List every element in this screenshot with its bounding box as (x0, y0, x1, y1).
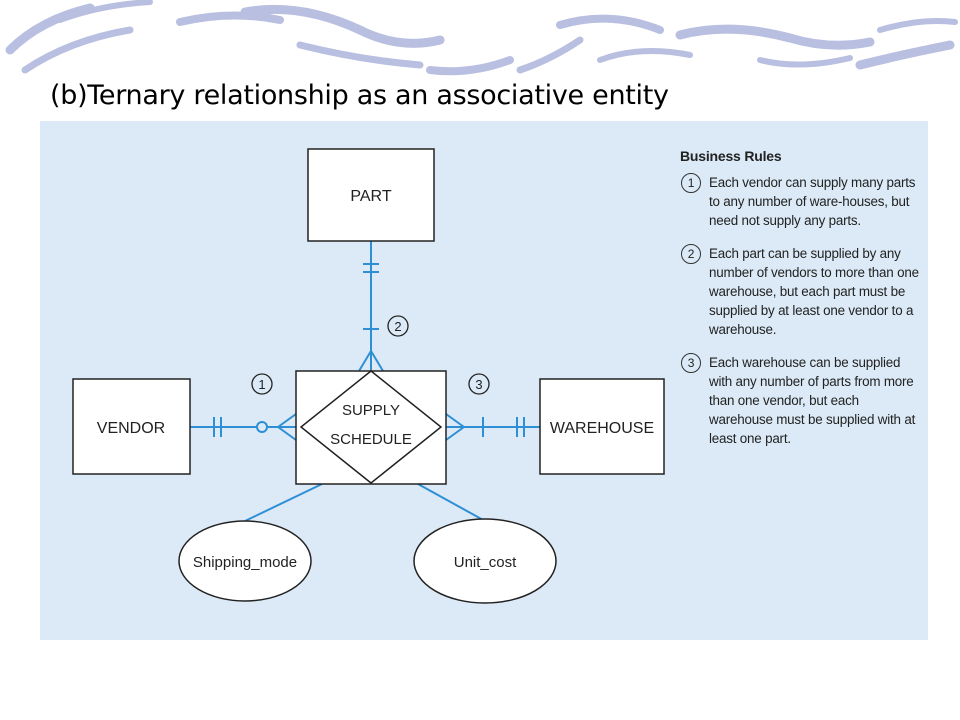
business-rule-3: 3 Each warehouse can be supplied with an… (680, 353, 920, 448)
attribute-unit-cost: Unit_cost (413, 518, 557, 604)
marker-warehouse-number: 3 (475, 377, 482, 392)
attribute-unit-cost-label: Unit_cost (454, 554, 517, 571)
attribute-shipping-mode-label: Shipping_mode (193, 554, 297, 571)
business-rules-heading: Business Rules (680, 148, 782, 164)
connector-lines (190, 241, 540, 522)
rule-number-3: 3 (681, 353, 701, 373)
supply-schedule-label-line1: SUPPLY (342, 402, 400, 419)
marker-vendor: 1 (251, 373, 273, 395)
er-diagram: PART VENDOR WAREHOUSE SUPPLY SCHEDULE Sh… (72, 148, 665, 604)
diagram-panel: PART VENDOR WAREHOUSE SUPPLY SCHEDULE Sh… (40, 121, 928, 640)
entity-warehouse: WAREHOUSE (539, 378, 665, 475)
marker-part: 2 (387, 315, 409, 337)
marker-vendor-number: 1 (258, 377, 265, 392)
supply-schedule-label-line2: SCHEDULE (330, 431, 412, 448)
marker-warehouse: 3 (468, 373, 490, 395)
entity-part: PART (307, 148, 435, 242)
entity-vendor-label: VENDOR (97, 420, 165, 437)
header-brush-decoration (5, 0, 958, 76)
business-rule-1: 1 Each vendor can supply many parts to a… (680, 173, 920, 230)
entity-vendor: VENDOR (72, 378, 191, 475)
rule-text-1: Each vendor can supply many parts to any… (709, 175, 916, 228)
rule-number-2: 2 (681, 244, 701, 264)
marker-part-number: 2 (394, 319, 401, 334)
rule-text-3: Each warehouse can be supplied with any … (709, 355, 916, 446)
business-rule-2: 2 Each part can be supplied by any numbe… (680, 244, 920, 339)
entity-part-label: PART (350, 188, 391, 205)
entity-warehouse-label: WAREHOUSE (550, 420, 654, 437)
slide-title: (b)Ternary relationship as an associativ… (50, 80, 669, 111)
rule-text-2: Each part can be supplied by any number … (709, 246, 919, 337)
associative-entity-supply-schedule: SUPPLY SCHEDULE (295, 370, 447, 485)
rule-number-1: 1 (681, 173, 701, 193)
business-rules-panel: Business Rules 1 Each vendor can supply … (680, 148, 920, 462)
attribute-shipping-mode: Shipping_mode (178, 520, 312, 602)
